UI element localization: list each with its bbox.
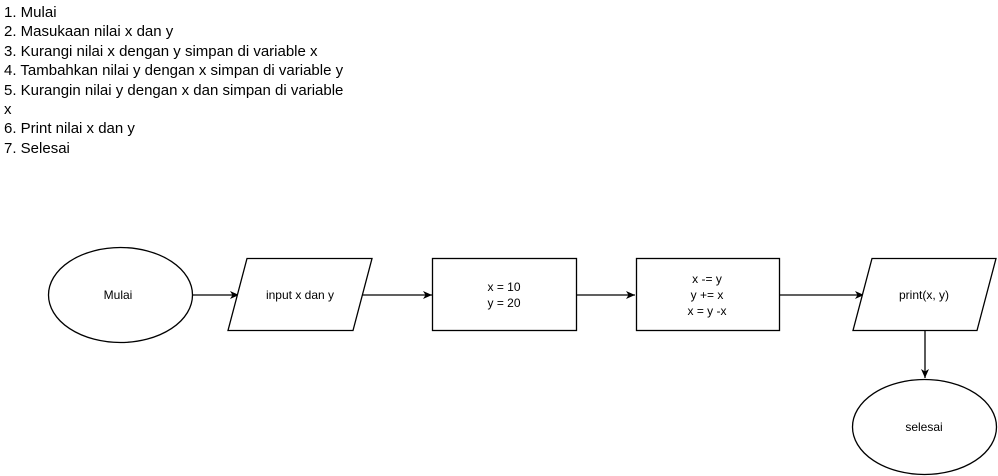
output-node: print(x, y) <box>852 257 997 332</box>
start-ellipse <box>47 246 194 344</box>
output-label: print(x, y) <box>899 288 949 302</box>
step-2: 2. Masukaan nilai x dan y <box>4 23 174 41</box>
swap-box <box>635 257 781 332</box>
assign-line-2: y = 20 <box>487 296 520 310</box>
swap-line-2: y += x <box>691 288 724 302</box>
end-label: selesai <box>905 420 942 434</box>
assign-node: x = 10 y = 20 <box>431 257 578 332</box>
assign-box <box>431 257 578 332</box>
swap-node: x -= y y += x x = y -x <box>635 257 781 332</box>
step-5: 5. Kurangin nilai y dengan x dan simpan … <box>4 81 344 119</box>
end-node: selesai <box>851 378 998 476</box>
input-label: input x dan y <box>266 288 334 302</box>
step-3: 3. Kurangi nilai x dengan y simpan di va… <box>4 42 318 60</box>
step-1: 1. Mulai <box>4 4 57 21</box>
swap-line-3: x = y -x <box>687 304 726 318</box>
step-7: 7. Selesai <box>4 139 70 157</box>
algorithm-steps: 1. Mulai 2. Masukaan nilai x dan y 3. Ku… <box>4 3 346 158</box>
assign-line-1: x = 10 <box>487 280 520 294</box>
step-6: 6. Print nilai x dan y <box>4 120 135 138</box>
end-ellipse <box>851 378 998 476</box>
step-4: 4. Tambahkan nilai y dengan x simpan di … <box>4 62 344 80</box>
swap-line-1: x -= y <box>692 272 722 286</box>
input-parallelogram <box>227 257 373 332</box>
input-node: input x dan y <box>227 257 373 332</box>
output-parallelogram <box>852 257 997 332</box>
start-node: Mulai <box>47 246 194 344</box>
start-label: Mulai <box>104 288 133 302</box>
